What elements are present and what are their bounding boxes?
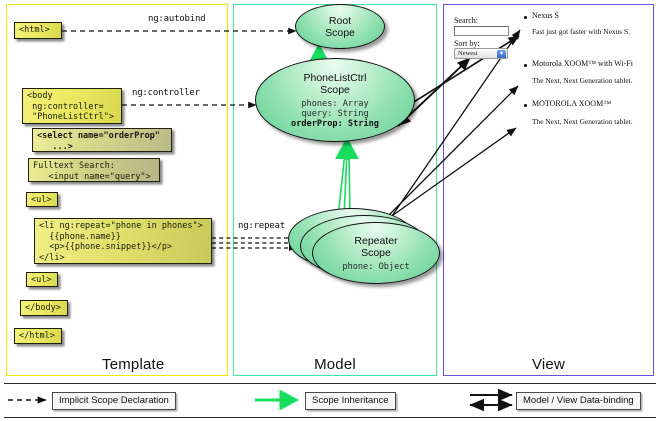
list-bullet: [524, 104, 527, 107]
legend-arrow-layer: [8, 388, 513, 412]
legend: Implicit Scope Declaration Scope Inherit…: [0, 381, 660, 421]
code-fulltext: Fulltext Search: <input name="query">: [28, 158, 160, 182]
phone-title[interactable]: Motorola XOOM™ with Wi-Fi: [532, 59, 633, 68]
code-html-close: </html>: [14, 328, 62, 344]
repeater-scope-props: phone: Object: [342, 261, 410, 272]
chevron-down-icon: ▾: [497, 50, 506, 58]
sort-by-value: Newest: [458, 50, 478, 57]
panel-template-label: Template: [102, 356, 165, 373]
legend-divider-bottom: [4, 417, 656, 418]
phone-title[interactable]: Nexus S: [532, 11, 559, 20]
code-ul-open: <ul>: [26, 192, 58, 207]
phonelistctrl-scope-props: phones: Array query: String orderProp: S…: [291, 98, 379, 129]
edge-label-repeat: ng:repeat: [238, 221, 285, 231]
code-select: <select name="orderProp" ...>: [32, 128, 172, 152]
panel-view: View: [443, 4, 654, 376]
edge-repeat: [212, 234, 306, 252]
legend-item-implicit-scope-declaration: Implicit Scope Declaration: [52, 392, 176, 410]
edge-label-controller: ng:controller: [132, 88, 200, 98]
panel-model-label: Model: [314, 356, 356, 373]
edge-bind-orderprop: [397, 57, 471, 127]
code-ul-close: <ul>: [26, 272, 58, 287]
sort-by-select[interactable]: Newest ▾: [454, 48, 508, 59]
list-bullet: [524, 16, 527, 19]
phone-snippet: Fast just got faster with Nexus S.: [532, 27, 630, 36]
phone-title[interactable]: MOTOROLA XOOM™: [532, 99, 612, 108]
view-sort-label: Sort by:: [454, 39, 480, 48]
legend-divider-top: [4, 383, 656, 384]
edge-bind-phone-2: [381, 85, 519, 223]
panel-model: Model: [233, 4, 437, 376]
panel-view-label: View: [531, 356, 566, 373]
edge-bind-phone-3: [371, 127, 517, 231]
edge-bind-phone-1: [391, 29, 521, 217]
list-bullet: [524, 64, 527, 67]
code-body-open: <body ng:controller= "PhoneListCtrl">: [22, 88, 122, 124]
legend-item-scope-inheritance: Scope Inheritance: [305, 392, 396, 410]
legend-item-model-view-data-binding: Model / View Data-binding: [516, 392, 641, 410]
view-search-label: Search:: [454, 16, 478, 25]
phone-snippet: The Next, Next Generation tablet.: [532, 117, 633, 126]
code-html-open: <html>: [14, 22, 62, 39]
code-body-close: </body>: [20, 300, 68, 316]
code-li-repeat: <li ng:repeat="phone in phones"> {{phone…: [34, 218, 212, 264]
edge-label-autobind: ng:autobind: [148, 14, 206, 24]
phone-snippet: The Next, Next Generation tablet.: [532, 76, 633, 85]
search-input[interactable]: [454, 26, 509, 36]
edge-inherit-phonelist: [335, 136, 359, 219]
